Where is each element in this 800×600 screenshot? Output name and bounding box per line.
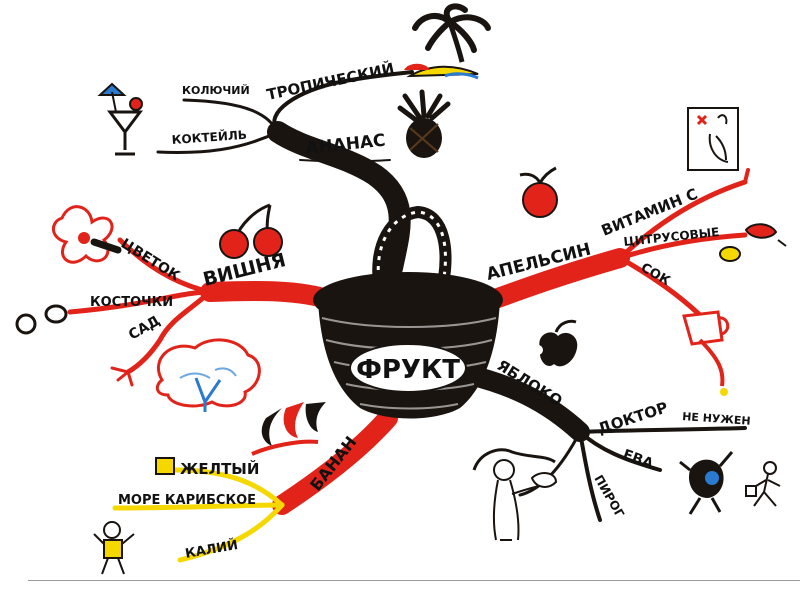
banana-bunch-icon: [251, 402, 326, 456]
doctor-note-icon: [687, 107, 739, 171]
flower-icon: [52, 205, 122, 264]
peanut-icon: [15, 304, 68, 335]
label-garden: САД: [126, 313, 163, 344]
label-ananas: АНАНАС: [304, 131, 386, 159]
banana-branch-lines: [112, 408, 398, 563]
label-thorny: КОЛЮЧИЙ: [182, 84, 250, 97]
citrus-slices-icon: [719, 223, 787, 262]
label-potassium: КАЛИЙ: [184, 537, 239, 562]
cherries-icon: [219, 203, 283, 259]
eve-figure-icon: [472, 448, 558, 541]
cocktail-glass-icon: [97, 82, 143, 156]
basket-icon: [313, 205, 503, 419]
juice-pitcher-icon: [682, 310, 730, 396]
tree-icon: [155, 338, 261, 412]
label-flower: ЦВЕТОК: [118, 236, 183, 285]
running-figures-icon: [679, 451, 781, 515]
label-not-needed: НЕ НУЖЕН: [682, 410, 751, 428]
label-pits: КОСТОЧКИ: [90, 295, 173, 310]
orange-fruit-icon: [519, 166, 558, 218]
stick-figure-icon: [93, 521, 135, 575]
center-title: ФРУКТ: [356, 355, 460, 385]
label-juice: СОК: [638, 260, 673, 289]
yellow-square-icon: [155, 457, 175, 475]
label-cocktail: КОКТЕЙЛЬ: [171, 127, 247, 147]
label-caribbean: МОРЕ КАРИБСКОЕ: [118, 493, 256, 508]
palm-island-icon: [404, 3, 491, 80]
ananas-branch-lines: [156, 70, 414, 279]
label-eve: ЕВА: [621, 447, 656, 473]
apple-bitten-icon: [533, 319, 578, 367]
pineapple-icon: [397, 89, 451, 158]
orange-branch-lines: [460, 168, 750, 323]
label-yellow: ЖЕЛТЫЙ: [180, 459, 259, 478]
label-tropical: ТРОПИЧЕСКИЙ: [265, 58, 396, 104]
apple-branch-lines: [460, 365, 747, 522]
bottom-divider: [28, 580, 800, 581]
